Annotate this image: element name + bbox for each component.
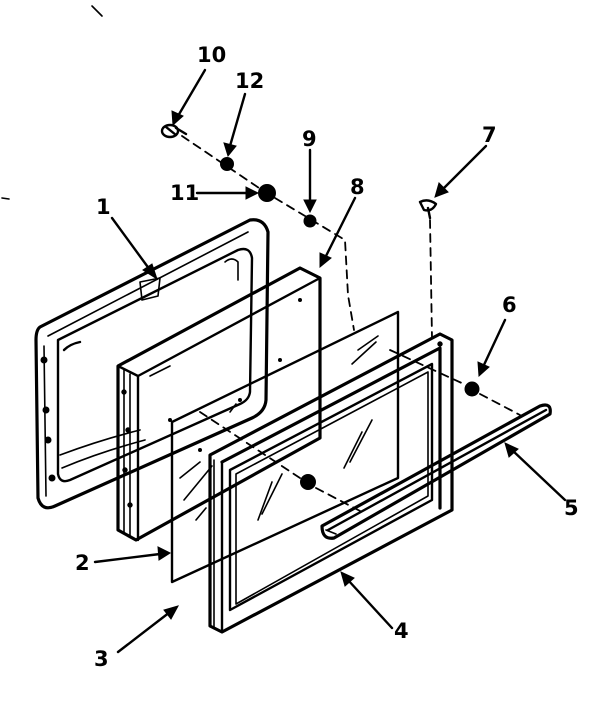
stray-mark — [91, 5, 103, 17]
leader-lines — [93, 68, 567, 654]
part-6-screw — [464, 381, 480, 397]
part-1-inner-door-panel — [34, 218, 270, 510]
callout-label-2: 2 — [75, 551, 90, 575]
part-8-insulation-block — [116, 266, 322, 542]
part-9-clip — [303, 214, 317, 228]
assembly-lines — [181, 135, 521, 513]
part-11-nut — [258, 184, 276, 202]
callout-label-6: 6 — [502, 293, 517, 317]
callout-label-12: 12 — [235, 69, 264, 93]
callout-label-9: 9 — [302, 127, 317, 151]
callout-label-3: 3 — [94, 647, 109, 671]
callout-label-1: 1 — [96, 195, 111, 219]
part-4-outer-door-frame — [208, 332, 454, 634]
part-5-handle — [320, 403, 552, 540]
callout-label-5: 5 — [564, 496, 579, 520]
door-center-fastener — [300, 474, 316, 490]
callout-label-7: 7 — [482, 123, 497, 147]
callout-label-10: 10 — [197, 43, 226, 67]
part-2-glass-panel — [170, 310, 400, 584]
part-7-screw — [418, 199, 438, 220]
callout-label-4: 4 — [394, 619, 409, 643]
part-10-screw — [160, 123, 188, 139]
stray-mark — [1, 197, 10, 200]
callout-label-11: 11 — [170, 181, 199, 205]
callout-label-8: 8 — [350, 175, 365, 199]
part-12-washer — [220, 157, 234, 171]
